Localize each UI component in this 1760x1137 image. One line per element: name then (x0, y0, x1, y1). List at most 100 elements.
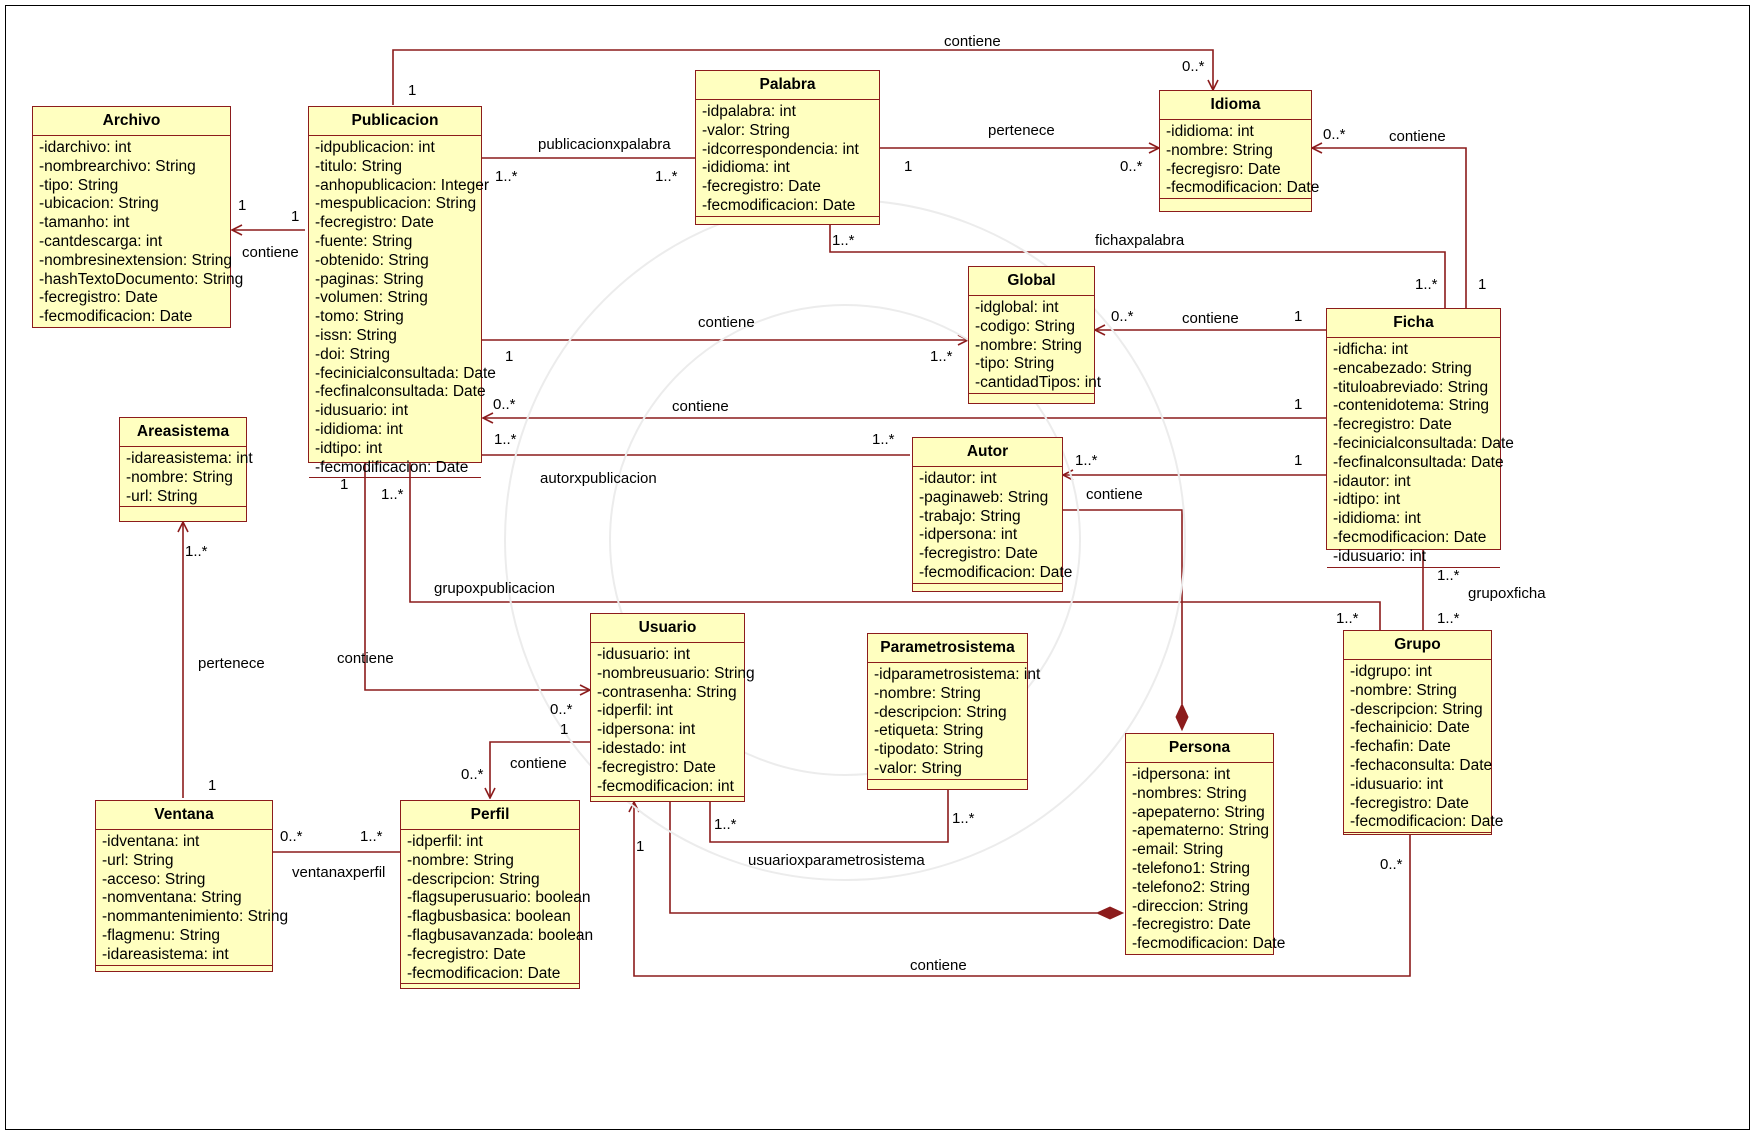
attribute: -nombre: String (407, 851, 514, 869)
attribute: -idficha: int (1333, 341, 1408, 358)
multiplicity: 1 (238, 197, 247, 214)
assoc-label: contiene (1389, 128, 1446, 145)
operation-compartment (96, 966, 272, 980)
multiplicity: 1 (636, 838, 645, 855)
assoc-label: contiene (1086, 486, 1143, 503)
class-publicacion[interactable]: Publicacion -idpublicacion: int-titulo: … (308, 106, 496, 479)
attribute: -fecmodificacion: Date (1333, 528, 1487, 546)
attribute-list: -idpalabra: int-valor: String-idcorrespo… (696, 100, 879, 217)
multiplicity: 1 (1294, 452, 1303, 469)
class-autor[interactable]: Autor -idautor: int-paginaweb: String-tr… (912, 437, 1072, 592)
attribute: -fechainicio: Date (1350, 719, 1470, 737)
multiplicity: 1 (408, 82, 417, 99)
line-publicacion-grupo (409, 463, 1381, 630)
multiplicity: 0..* (1111, 308, 1134, 325)
attribute: -fuente: String (315, 232, 413, 250)
attribute: -descripcion: String (874, 703, 1007, 721)
attribute-list: -ididioma: int-nombre: String-fecregisro… (1160, 120, 1319, 200)
attribute: -fecregistro: Date (1333, 416, 1452, 434)
assoc-label: contiene (242, 244, 299, 261)
multiplicity: 0..* (1323, 126, 1346, 143)
class-persona[interactable]: Persona -idpersona: int-nombres: String -… (1125, 733, 1285, 955)
attribute: -fecfinalconsultada: Date (315, 383, 486, 401)
attribute: -codigo: String (975, 317, 1075, 335)
attribute: -acceso: String (102, 870, 206, 888)
attribute: -idcorrespondencia: int (702, 140, 859, 158)
attribute: -fecregistro: Date (315, 214, 434, 232)
attribute: -trabajo: String (919, 507, 1021, 525)
operation-compartment (1160, 199, 1311, 213)
attribute-list: -idgrupo: int-nombre: String-descripcion… (1344, 660, 1503, 834)
attribute: -titulo: String (315, 157, 403, 175)
class-perfil[interactable]: Perfil -idperfil: int-nombre: String-des… (400, 800, 594, 989)
attribute: -mespublicacion: String (315, 195, 477, 213)
attribute: -fecmodificacion: Date (315, 458, 469, 476)
attribute: -ididioma: int (1333, 510, 1421, 528)
attribute: -idusuario: int (1333, 547, 1427, 565)
attribute: -valor: String (874, 759, 962, 777)
attribute: -telefono1: String (1132, 859, 1251, 877)
class-name: Parametrosistema (868, 634, 1027, 663)
class-archivo[interactable]: Archivo -idarchivo: int-nombrearchivo: S… (32, 106, 244, 328)
class-palabra[interactable]: Palabra -idpalabra: int-valor: String-id… (695, 70, 880, 225)
class-name: Archivo (33, 107, 230, 136)
attribute: -issn: String (315, 326, 397, 344)
attribute: -fechaconsulta: Date (1350, 756, 1493, 774)
attribute: -nombre: String (975, 336, 1082, 354)
assoc-label: grupoxficha (1468, 585, 1546, 602)
operation-compartment (969, 394, 1094, 408)
attribute: -hashTextoDocumento: String (39, 270, 244, 288)
attribute: -fecmodificacion: Date (702, 196, 856, 214)
attribute: -nombres: String (1132, 784, 1247, 802)
class-name: Publicacion (309, 107, 481, 136)
attribute: -fecmodificacion: Date (39, 308, 193, 326)
attribute-list: -idficha: int-encabezado: String-tituloa… (1327, 338, 1514, 568)
multiplicity: 1 (1294, 396, 1303, 413)
attribute: -idpersona: int (1132, 766, 1231, 783)
class-name: Perfil (401, 801, 579, 830)
attribute: -url: String (102, 851, 174, 869)
class-usuario[interactable]: Usuario -idusuario: int-nombreusuario: S… (590, 613, 755, 802)
attribute: -fecregistro: Date (1132, 916, 1251, 934)
class-ficha[interactable]: Ficha -idficha: int-encabezado: String-t… (1326, 308, 1514, 568)
attribute: -idparametrosistema: int (874, 666, 1041, 683)
attribute: -volumen: String (315, 289, 428, 307)
attribute: -flagsuperusuario: boolean (407, 889, 591, 907)
attribute: -fecregistro: Date (597, 758, 716, 776)
class-areasistema[interactable]: Areasistema -idareasistema: int-nombre: … (119, 417, 253, 522)
class-name: Persona (1126, 734, 1273, 763)
assoc-label: contiene (337, 650, 394, 667)
attribute: -doi: String (315, 345, 390, 363)
attribute: -ubicacion: String (39, 195, 159, 213)
attribute: -nombre: String (874, 684, 981, 702)
line-usuario-persona (669, 802, 1097, 913)
attribute: -tipo: String (975, 355, 1055, 373)
attribute: -flagbusavanzada: boolean (407, 926, 594, 944)
attribute: -idglobal: int (975, 299, 1059, 316)
attribute: -idusuario: int (315, 402, 409, 420)
attribute: -nombreusuario: String (597, 664, 755, 682)
operation-compartment (401, 984, 579, 998)
attribute: -descripcion: String (1350, 700, 1483, 718)
class-parametrosistema[interactable]: Parametrosistema -idparametrosistema: in… (867, 633, 1041, 790)
multiplicity: 1..* (714, 816, 737, 833)
multiplicity: 1..* (952, 810, 975, 827)
attribute: -tipodato: String (874, 741, 984, 759)
multiplicity: 0..* (1380, 856, 1403, 873)
attribute: -idestado: int (597, 739, 686, 757)
operation-compartment (913, 584, 1062, 598)
class-global[interactable]: Global -idglobal: int-codigo: String-nom… (968, 266, 1101, 404)
attribute: -flagmenu: String (102, 926, 221, 944)
class-ventana[interactable]: Ventana -idventana: int-url: String-acce… (95, 800, 288, 972)
multiplicity: 1..* (1336, 610, 1359, 627)
attribute: -tomo: String (315, 308, 404, 326)
attribute: -idpalabra: int (702, 103, 796, 120)
operation-compartment (1126, 955, 1273, 969)
attribute: -idventana: int (102, 833, 200, 850)
attribute: -contrasenha: String (597, 683, 737, 701)
class-grupo[interactable]: Grupo -idgrupo: int-nombre: String-descr… (1343, 630, 1503, 835)
multiplicity: 1..* (494, 431, 517, 448)
class-idioma[interactable]: Idioma -ididioma: int-nombre: String-fec… (1159, 90, 1319, 213)
attribute-list: -idparametrosistema: int-nombre: String-… (868, 663, 1041, 780)
multiplicity: 1..* (1437, 610, 1460, 627)
